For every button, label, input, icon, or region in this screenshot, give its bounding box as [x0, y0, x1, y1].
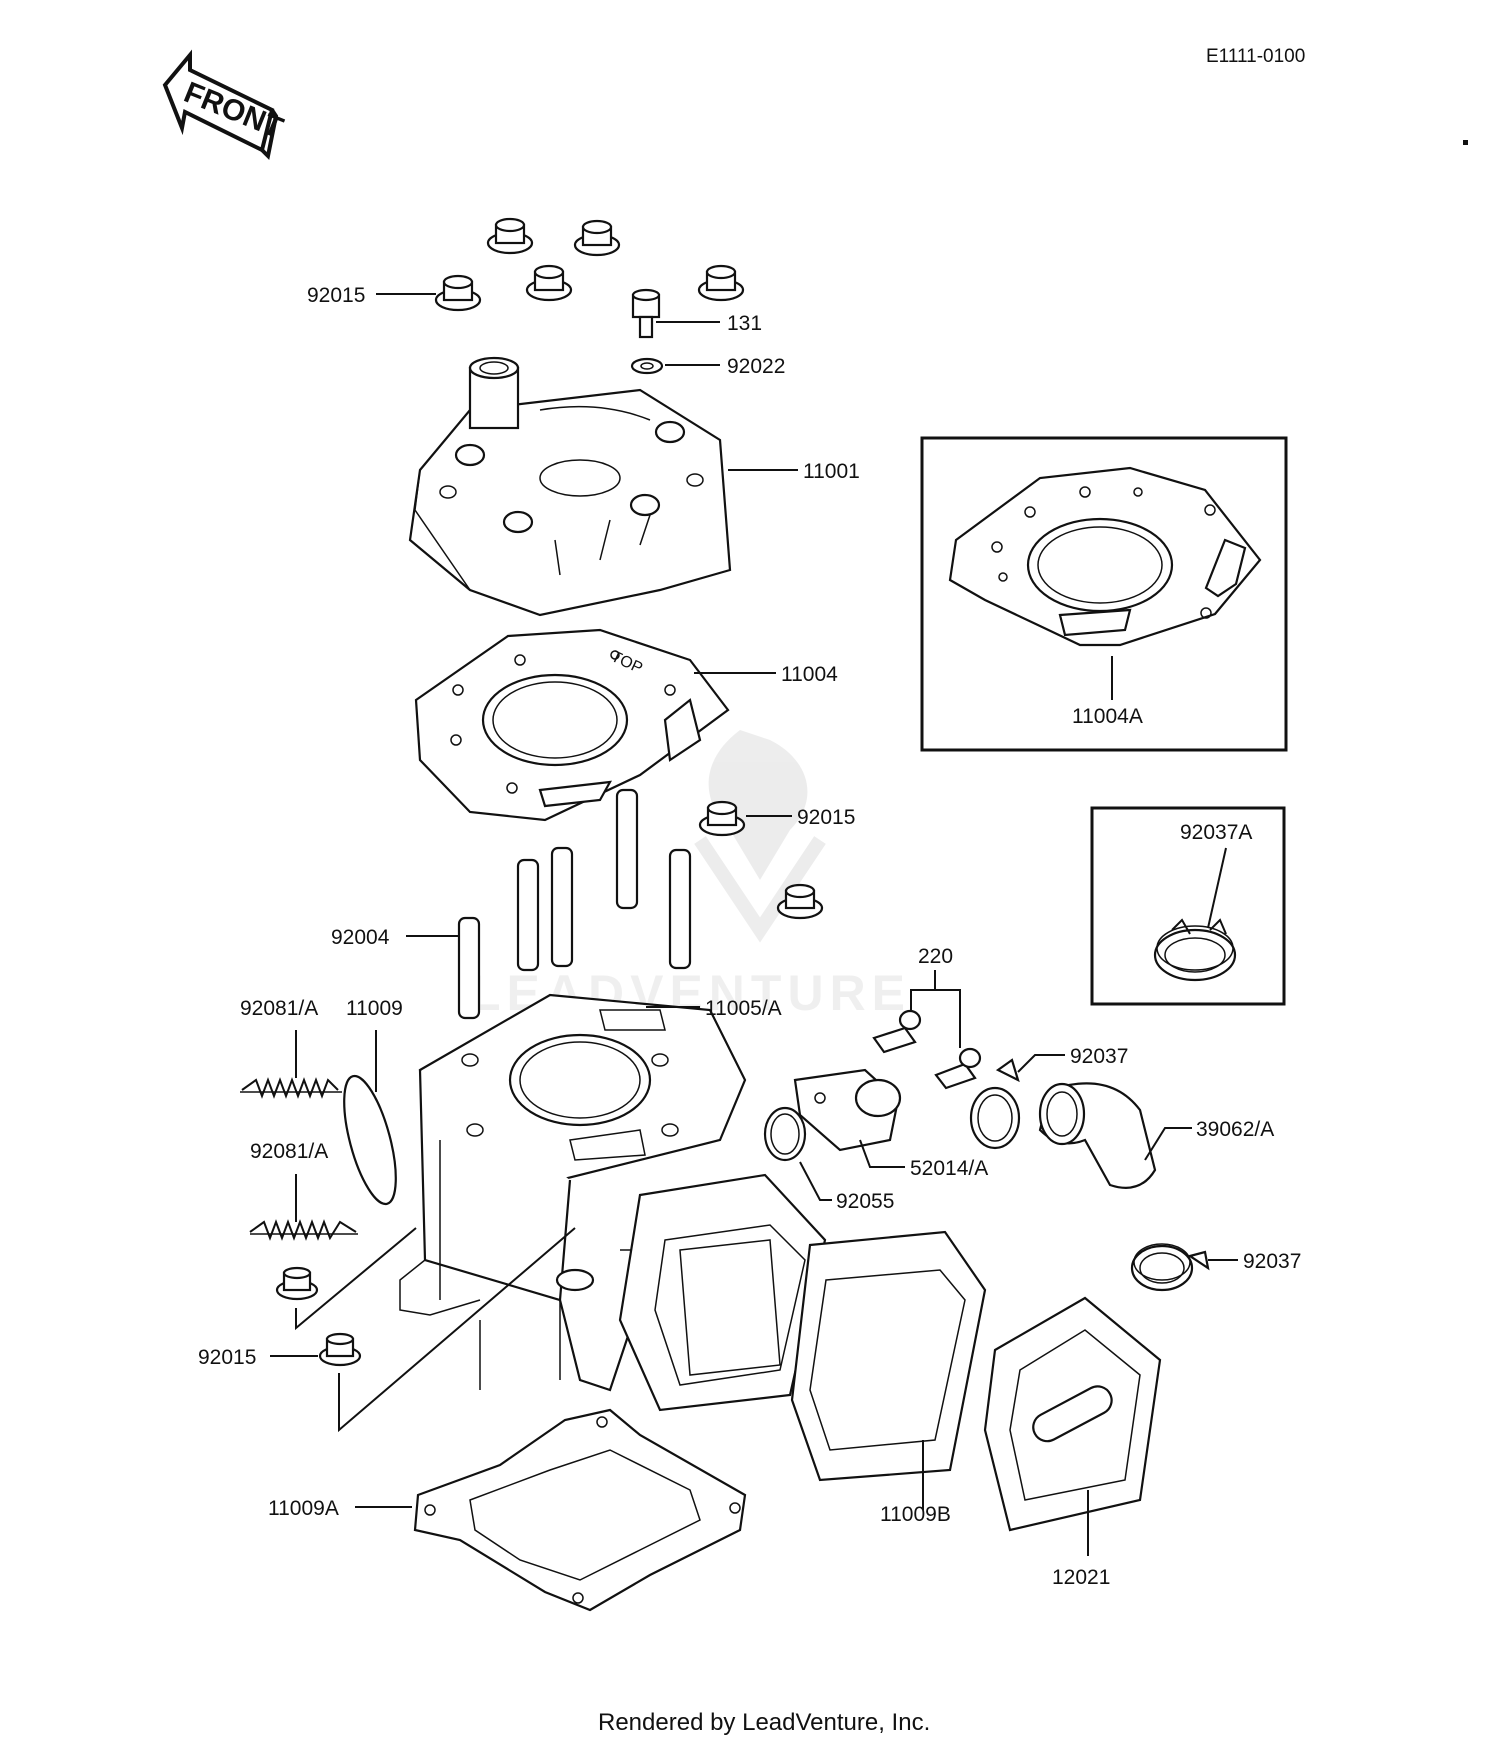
label-92037A: 92037A — [1180, 821, 1252, 844]
hose-clamp-92037-top — [969, 1058, 1021, 1150]
spring-92081A-top — [240, 1077, 342, 1099]
hose-clamp-92037-right — [1130, 1243, 1210, 1292]
nut-92015-lower-b — [318, 1332, 362, 1367]
head-gasket-11004: TOP — [414, 628, 730, 822]
head-nuts — [434, 217, 745, 312]
label-92004: 92004 — [331, 926, 390, 949]
label-12021: 12021 — [1052, 1566, 1110, 1589]
label-92081A-bottom: 92081/A — [250, 1140, 328, 1163]
reed-block-11009B — [618, 1173, 827, 1412]
studs-92004 — [457, 788, 692, 1020]
bolt-131 — [631, 288, 661, 339]
label-11004: 11004 — [781, 663, 838, 686]
label-131: 131 — [727, 312, 762, 335]
label-52014A: 52014/A — [910, 1157, 988, 1180]
watermark-logo — [694, 730, 826, 943]
label-92081A-top: 92081/A — [240, 997, 318, 1020]
hose-39062A — [1038, 1082, 1157, 1189]
diagram-code: E1111-0100 — [1206, 46, 1305, 67]
label-92015-middle: 92015 — [797, 806, 855, 829]
label-11009: 11009 — [346, 997, 403, 1020]
label-92015-top: 92015 — [307, 284, 365, 307]
head-gasket-11004A — [948, 466, 1262, 647]
label-11004A: 11004A — [1072, 705, 1143, 728]
label-39062A: 39062/A — [1196, 1118, 1274, 1141]
cylinder-head-11001 — [408, 356, 732, 617]
label-92015-lower: 92015 — [198, 1346, 256, 1369]
box-11004A — [920, 436, 1288, 752]
footer-text: Rendered by LeadVenture, Inc. — [598, 1709, 930, 1736]
label-92055: 92055 — [836, 1190, 894, 1213]
label-11005A: 11005/A — [705, 997, 782, 1020]
label-92022: 92022 — [727, 355, 785, 378]
reed-gasket — [790, 1230, 987, 1482]
reed-valve-12021 — [983, 1296, 1162, 1532]
nut-92015-lower-a — [275, 1266, 319, 1301]
intake-manifold-52014A — [793, 1068, 902, 1152]
base-gasket-11009A — [413, 1408, 747, 1612]
spring-92081A-bottom — [249, 1219, 358, 1241]
label-11001: 11001 — [803, 460, 860, 483]
bolts-220 — [872, 1009, 982, 1090]
label-11009B: 11009B — [880, 1503, 951, 1526]
washer-92022 — [630, 357, 664, 375]
label-220: 220 — [918, 945, 953, 968]
nut-92015-middle — [698, 800, 746, 837]
label-11009A: 11009A — [268, 1497, 339, 1520]
hose-clamp-92037A — [1153, 918, 1237, 982]
label-92037-right: 92037 — [1243, 1250, 1301, 1273]
nut-92015-right — [776, 883, 824, 920]
label-92037-top: 92037 — [1070, 1045, 1128, 1068]
front-arrow-icon: FRONT — [162, 49, 288, 161]
o-ring-11009 — [343, 1074, 397, 1206]
box-92037A — [1090, 806, 1286, 1006]
corner-mark — [1463, 140, 1468, 145]
